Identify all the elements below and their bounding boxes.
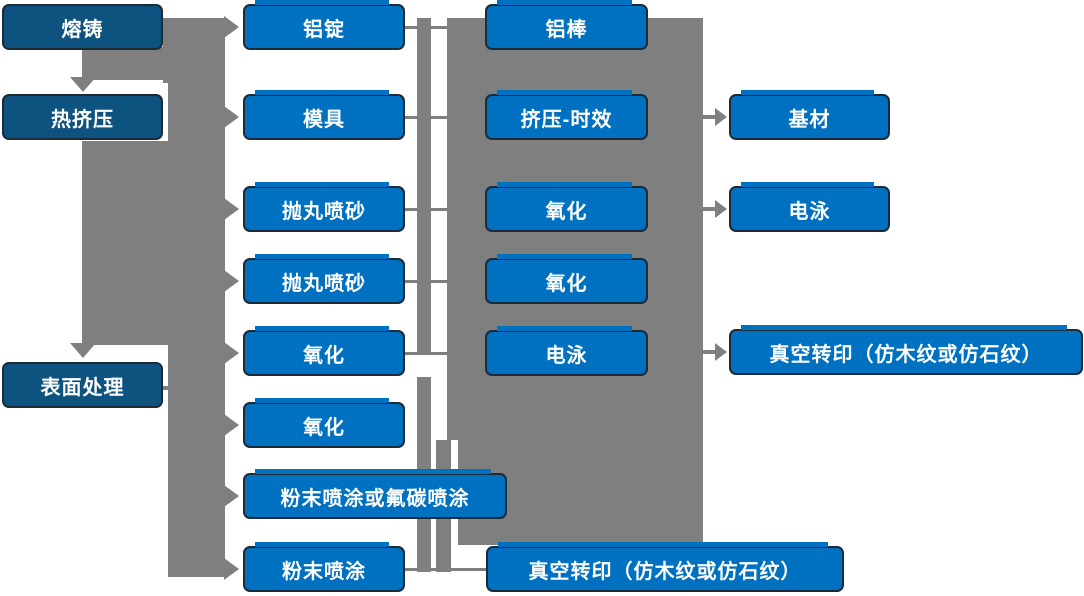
node-oxidation-c: 氧化	[485, 182, 648, 232]
node-shot-blasting-1: 抛丸喷砂	[243, 182, 405, 232]
connector-surface-treatment-link	[163, 386, 181, 390]
link-oxidation-1-row	[405, 352, 447, 355]
arrowhead-to-powder-coating-icon	[224, 558, 239, 580]
arrowhead-to-vacuum-transfer-out-icon	[715, 343, 727, 361]
node-shot-blasting-2: 抛丸喷砂	[243, 254, 405, 304]
link-shot-blasting-2-row	[405, 280, 447, 283]
node-aluminum-ingot: 铝锭	[243, 0, 405, 50]
stage-hot-extrusion: 热挤压	[2, 94, 163, 140]
arrowhead-to-powder-or-fluorocarbon-icon	[224, 485, 239, 507]
arrow-shaft-to-electrophoresis-out	[703, 207, 716, 211]
stage-melting-casting: 熔铸	[2, 4, 163, 50]
node-vacuum-transfer-bottom: 真空转印（仿木纹或仿石纹）	[486, 542, 844, 592]
stage-surface-treatment: 表面处理	[2, 362, 163, 408]
connector-mid-bar-upper	[417, 18, 431, 352]
arrowhead-to-electrophoresis-out-icon	[715, 200, 727, 218]
arrowhead-to-shot-blasting-1-icon	[224, 198, 239, 220]
arrowhead-to-base-material-icon	[715, 108, 727, 126]
node-extrusion-aging: 挤压-时效	[485, 90, 648, 140]
link-shot-blasting-1-row	[405, 208, 447, 211]
node-mold: 模具	[243, 90, 405, 140]
connector-main-trunk	[168, 18, 225, 577]
arrowhead-to-oxidation-2-icon	[224, 414, 239, 436]
arrowhead-to-mold-icon	[224, 106, 239, 128]
node-electrophoresis: 电泳	[485, 326, 648, 376]
arrowhead-to-aluminum-ingot-icon	[224, 16, 239, 38]
arrow-shaft-to-base-material	[703, 115, 716, 119]
node-oxidation-d: 氧化	[485, 254, 648, 304]
node-base-material: 基材	[729, 90, 890, 140]
node-powder-or-fluorocarbon-coating: 粉末喷涂或氟碳喷涂	[243, 469, 507, 519]
arrowhead-to-shot-blasting-2-icon	[224, 270, 239, 292]
node-electrophoresis-out: 电泳	[729, 182, 890, 232]
node-vacuum-transfer-out: 真空转印（仿木纹或仿石纹）	[729, 325, 1083, 375]
node-oxidation-a: 氧化	[243, 326, 405, 376]
arrow-shaft-to-vacuum-transfer-out	[703, 350, 716, 354]
arrowhead-down-to-hot-extrusion-icon	[70, 77, 96, 92]
link-aluminum-ingot-row	[405, 26, 447, 29]
link-mold-row	[405, 116, 447, 119]
link-powder-coating-to-vacuum-transfer	[405, 568, 487, 571]
node-oxidation-b: 氧化	[243, 398, 405, 448]
connector-extrusion-down-band	[82, 141, 168, 345]
node-aluminum-rod: 铝棒	[485, 0, 648, 50]
node-powder-coating: 粉末喷涂	[243, 542, 405, 592]
arrowhead-to-oxidation-1-icon	[224, 342, 239, 364]
connector-casting-down-band	[82, 47, 168, 80]
arrowhead-down-to-surface-treatment-icon	[70, 343, 96, 358]
